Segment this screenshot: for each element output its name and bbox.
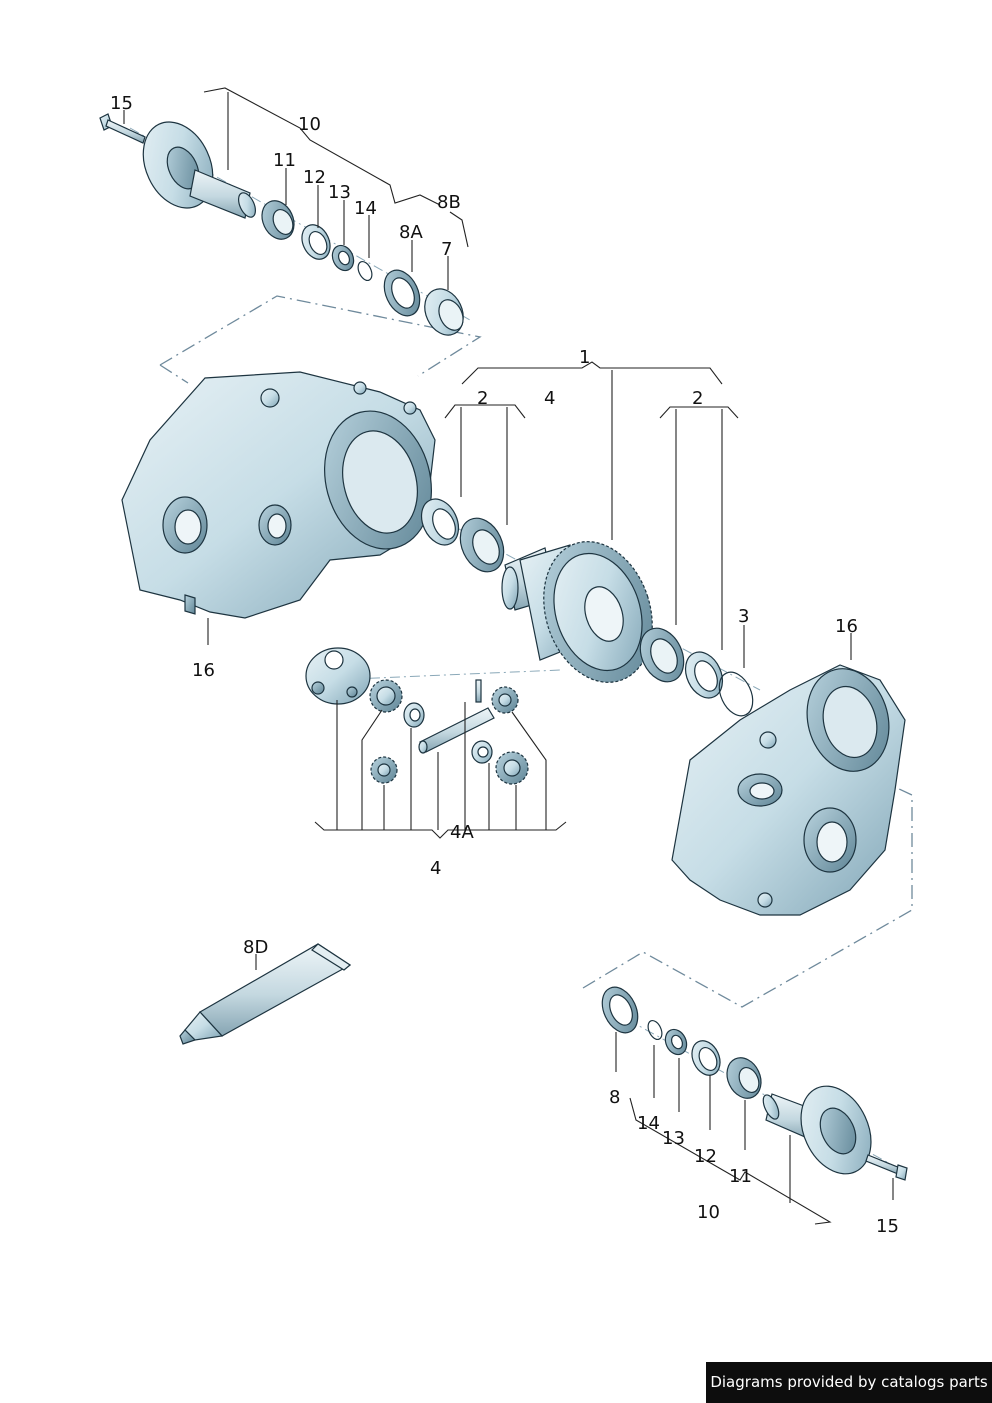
housing-left-16[interactable] [121,371,446,619]
planet-gear-upper[interactable] [491,686,519,714]
callout-13-bottom: 13 [662,1128,685,1149]
callout-10-top: 10 [298,114,321,135]
circlip-top-14[interactable] [355,259,374,282]
credit-banner: Diagrams provided by catalogs parts [706,1362,992,1403]
thrust-washer-upper[interactable] [403,702,425,728]
callout-11-bottom: 11 [729,1166,752,1187]
ring-gear-1[interactable] [526,527,669,696]
differential-cage[interactable] [305,647,371,705]
callout-1: 1 [579,347,590,368]
housing-right-16[interactable] [671,659,906,916]
bearing-top-11[interactable] [256,196,300,245]
callout-4a: 4A [450,822,474,843]
flange-shaft-top[interactable] [130,111,259,220]
flange-shaft-bottom[interactable] [760,1075,884,1185]
bearing-cup-2-left[interactable] [414,493,465,551]
shim-3[interactable] [713,667,760,721]
callout-3: 3 [738,606,749,627]
callout-2-right: 2 [692,388,703,409]
nut-bottom-13[interactable] [661,1026,690,1058]
callout-14-top: 14 [354,198,377,219]
callout-10-bottom: 10 [697,1202,720,1223]
circlip-bottom-14[interactable] [645,1018,664,1041]
bearing-2-right[interactable] [632,621,692,689]
callout-8a: 8A [399,222,423,243]
seal-top-8a[interactable] [377,264,426,321]
side-gear-lower[interactable] [370,756,398,784]
callout-labels: 15 10 11 12 13 14 8B 8A 7 1 2 4 2 3 16 1… [110,93,899,1237]
thrust-washer-lower[interactable] [471,740,493,764]
bolt-top[interactable] [99,113,146,144]
callout-12-bottom: 12 [694,1146,717,1167]
callout-16-left: 16 [192,660,215,681]
side-gear-upper[interactable] [369,679,403,713]
bearing-cup-7[interactable] [418,283,471,342]
axis-pinion-set [329,669,561,681]
bearing-cup-2-right[interactable] [678,646,729,704]
planet-gear-lower[interactable] [495,751,529,785]
bearing-bottom-11[interactable] [721,1052,768,1104]
callout-8b: 8B [437,192,461,213]
callout-12-top: 12 [303,167,326,188]
callout-15-bottom: 15 [876,1216,899,1237]
callout-8d: 8D [243,937,268,958]
bolt-bottom[interactable] [865,1154,908,1181]
callout-11-top: 11 [273,150,296,171]
assembly-envelope-bottom [582,779,913,1008]
callout-16-right: 16 [835,616,858,637]
callout-7: 7 [441,239,452,260]
sealant-tube-8d[interactable] [179,943,352,1045]
callout-13-top: 13 [328,182,351,203]
assembly-envelope-top [159,295,482,384]
ring-bottom-12[interactable] [687,1036,726,1080]
callout-4-top: 4 [544,388,555,409]
ring-top-12[interactable] [297,220,336,264]
seal-bottom-8[interactable] [595,981,644,1038]
callout-15-top: 15 [110,93,133,114]
callout-4-bottom: 4 [430,858,441,879]
nut-top-13[interactable] [328,242,357,274]
callout-8: 8 [609,1087,620,1108]
leader-lines [123,87,894,1225]
lock-pin-4a[interactable] [475,679,482,703]
callout-14-bottom: 14 [637,1113,660,1134]
bearing-2-left[interactable] [452,511,512,579]
callout-2-left: 2 [477,388,488,409]
